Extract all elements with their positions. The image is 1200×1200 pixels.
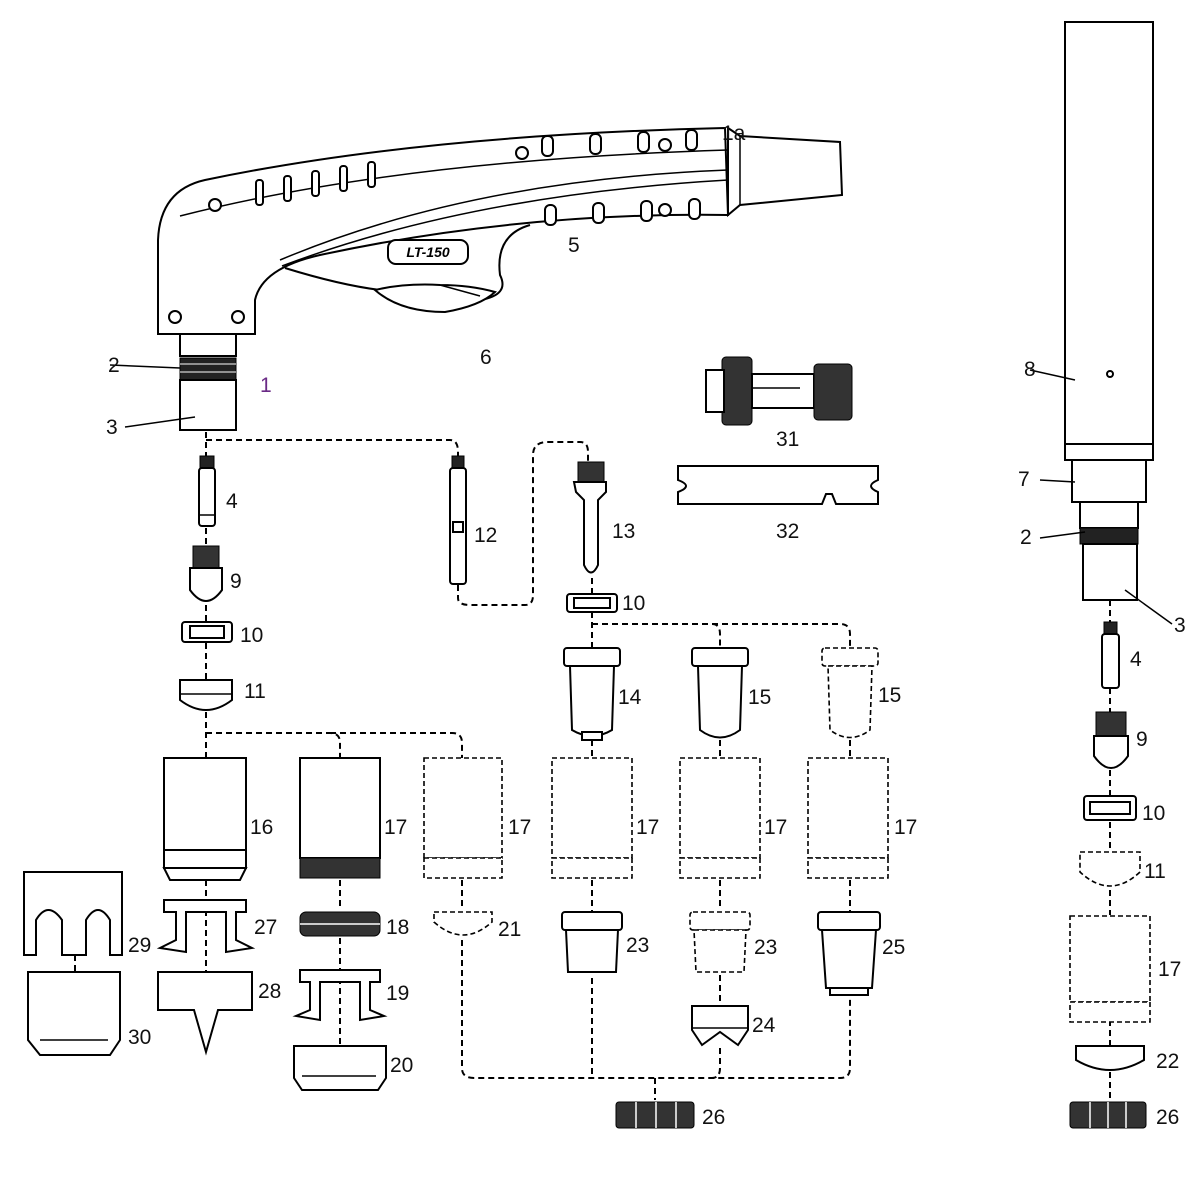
retaining-cup-17d	[679, 757, 761, 879]
model-badge-label: LT-150	[406, 244, 450, 260]
nozzle-11-left	[179, 679, 233, 711]
assembly-lines	[74, 432, 1111, 1100]
electrode-4	[198, 455, 216, 527]
retaining-cup-17b	[423, 757, 503, 879]
torch-head	[109, 333, 237, 431]
spacer-27	[156, 899, 256, 954]
callout-10: 10	[240, 624, 263, 647]
callout-20: 20	[390, 1054, 413, 1077]
retaining-cup-17-right	[1069, 915, 1151, 1023]
callout-3: 3	[106, 416, 118, 439]
electrode-12	[449, 455, 467, 585]
callout-26: 26	[702, 1106, 725, 1129]
callout-23: 23	[626, 934, 649, 957]
callout-7: 7	[1018, 468, 1030, 491]
callout-2: 2	[108, 354, 120, 377]
callout-6: 6	[480, 346, 492, 369]
gasket-18	[299, 911, 381, 937]
callout-17d: 17	[764, 816, 787, 839]
callout-23b: 23	[754, 936, 777, 959]
callout-29: 29	[128, 934, 151, 957]
callout-10b: 10	[622, 592, 645, 615]
drag-guide-28	[157, 971, 253, 1056]
shield-23b	[689, 911, 751, 973]
callout-17-right: 17	[1158, 958, 1181, 981]
callout-13: 13	[612, 520, 635, 543]
callout-17e: 17	[894, 816, 917, 839]
callout-31: 31	[776, 428, 799, 451]
callout-28: 28	[258, 980, 281, 1003]
callout-5: 5	[568, 234, 580, 257]
nozzle-15b	[821, 647, 879, 739]
gasket-26-right	[1069, 1101, 1147, 1129]
nozzle-14	[563, 647, 621, 741]
shield-23a	[561, 911, 623, 973]
tool-31	[705, 356, 853, 426]
callout-4: 4	[226, 490, 238, 513]
callout-1a: 1a	[722, 122, 746, 145]
callout-4-right: 4	[1130, 648, 1142, 671]
callout-25: 25	[882, 936, 905, 959]
callout-19: 19	[386, 982, 409, 1005]
callout-12: 12	[474, 524, 497, 547]
retaining-cup-17e	[807, 757, 889, 879]
deflector-24	[691, 1005, 749, 1047]
electrode-4-right	[1101, 621, 1120, 689]
swirl-ring-9-right	[1093, 711, 1129, 769]
spacer-29	[23, 871, 123, 956]
callout-14: 14	[618, 686, 642, 709]
wrench-32	[677, 465, 879, 505]
callout-3-right: 3	[1174, 614, 1186, 637]
callout-17b: 17	[508, 816, 531, 839]
grip-slots	[255, 129, 701, 226]
shield-cup-16	[162, 757, 248, 881]
callout-32: 32	[776, 520, 799, 543]
machine-torch-barrel	[1029, 21, 1173, 625]
callout-22: 22	[1156, 1050, 1179, 1073]
callout-11: 11	[244, 680, 266, 703]
callout-1: 1	[260, 374, 272, 397]
callout-21: 21	[498, 918, 521, 941]
callout-labels: 1 1a 2 3 4 5 6 9 10 11 12 13 10 14 15 15…	[106, 122, 1186, 1129]
callout-17c: 17	[636, 816, 659, 839]
nozzle-21	[433, 911, 493, 936]
callout-15b: 15	[878, 684, 901, 707]
callout-10-right: 10	[1142, 802, 1165, 825]
model-badge	[387, 239, 469, 265]
retaining-cup-17a	[299, 757, 381, 879]
shield-25	[817, 911, 881, 996]
cap-30	[27, 971, 121, 1056]
ring-10-mid	[566, 593, 618, 613]
callout-18: 18	[386, 916, 409, 939]
screw-heads	[168, 138, 672, 324]
callout-24: 24	[752, 1014, 776, 1037]
torch-handle	[157, 126, 844, 335]
callout-11-right: 11	[1144, 860, 1166, 883]
callout-9: 9	[230, 570, 242, 593]
callout-15: 15	[748, 686, 771, 709]
ring-10-right	[1083, 795, 1137, 821]
callout-27: 27	[254, 916, 277, 939]
callout-30: 30	[128, 1026, 151, 1049]
callout-2-right: 2	[1020, 526, 1032, 549]
callout-16: 16	[250, 816, 273, 839]
retaining-cup-17c	[551, 757, 633, 879]
gasket-26-mid	[615, 1101, 695, 1129]
swirl-ring-9	[189, 545, 223, 602]
cap-20	[293, 1045, 387, 1091]
callout-17: 17	[384, 816, 407, 839]
nozzle-15a	[691, 647, 749, 739]
ring-10-left	[181, 621, 233, 643]
spacer-19	[292, 969, 388, 1022]
callout-8: 8	[1024, 358, 1036, 381]
callout-9-right: 9	[1136, 728, 1148, 751]
nozzle-11-right	[1079, 851, 1141, 887]
electrode-13	[572, 461, 607, 574]
callout-26-right: 26	[1156, 1106, 1179, 1129]
shield-22	[1075, 1045, 1145, 1071]
